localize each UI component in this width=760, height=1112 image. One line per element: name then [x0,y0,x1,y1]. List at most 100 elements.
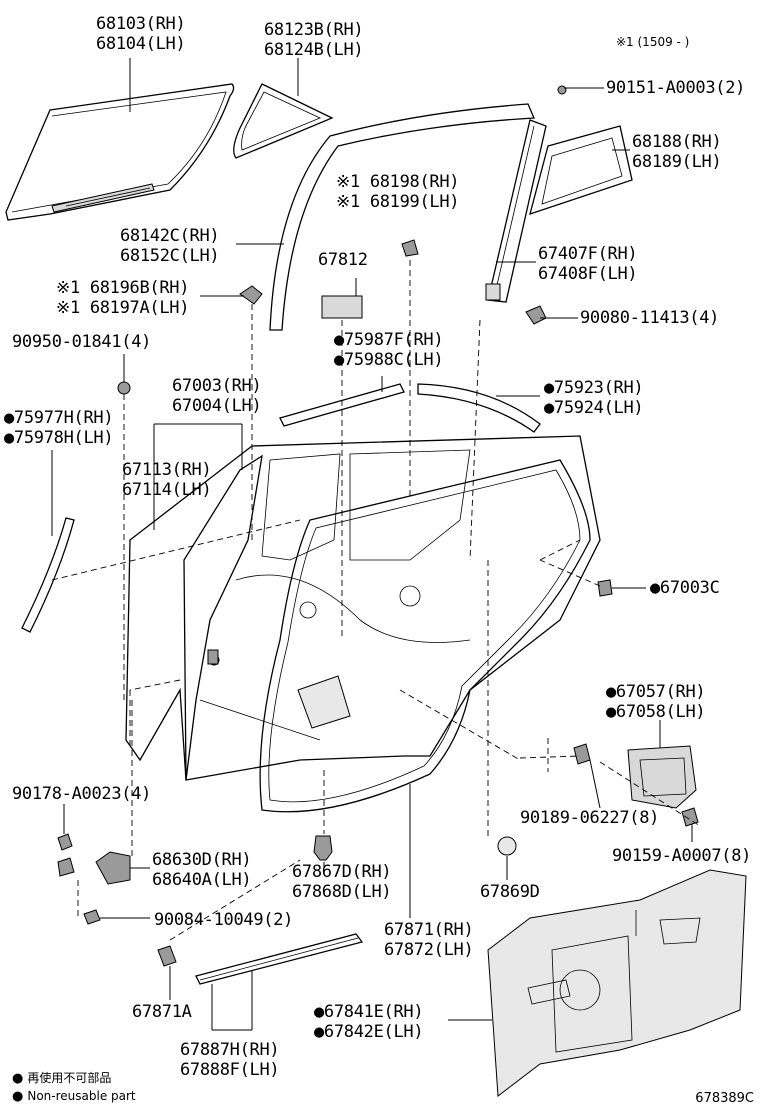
legend-symbol: ● [12,1089,24,1104]
part-line: 67871(RH) [384,920,474,940]
part-line: 90151-A0003(2) [606,78,746,98]
part-line: 67003(RH) [172,376,262,396]
legend-japanese: ●再使用不可部品 [12,1070,111,1087]
part-line: ※1 68196B(RH) [56,278,190,298]
part-line: 68630D(RH) [152,850,252,870]
part-label-68196b[interactable]: ※1 68196B(RH) ※1 68197A(LH) [56,278,189,318]
part-line: 67113(RH) [122,460,212,480]
part-line: 67114(LH) [122,480,212,500]
part-line: 90084-10049(2) [154,910,294,930]
part-label-67887h[interactable]: 67887H(RH) 67888F(LH) [180,1040,280,1080]
assembly-lines [51,260,701,941]
part-line: 68188(RH) [632,132,722,152]
part-line: 90159-A0007(8) [612,846,752,866]
part-label-67867d[interactable]: 67867D(RH) 67868D(LH) [292,862,392,902]
part-label-75977h[interactable]: ●75977H(RH) ●75978H(LH) [4,408,114,448]
part-label-67869d[interactable]: 67869D [480,882,540,902]
part-label-67003[interactable]: 67003(RH) 67004(LH) [172,376,262,416]
belt-moulding-drawing [279,383,541,433]
part-label-68630d[interactable]: 68630D(RH) 68640A(LH) [152,850,252,890]
part-line: 67871A [132,1002,192,1022]
part-line: 68103(RH) [96,14,186,34]
part-label-90178[interactable]: 90178-A0023(4) [12,784,151,804]
part-line: 68152C(LH) [120,246,220,266]
part-line: 67887H(RH) [180,1040,280,1060]
part-line: ●67841E(RH) [314,1002,424,1022]
part-label-90950[interactable]: 90950-01841(4) [12,332,151,352]
part-label-75923[interactable]: ●75923(RH) ●75924(LH) [544,378,644,418]
part-line: ※1 68197A(LH) [56,298,190,318]
part-label-67871a[interactable]: 67871A [132,1002,192,1022]
part-line: ●75978H(LH) [4,428,114,448]
part-line: ●67057(RH) [606,682,706,702]
part-line: 67407F(RH) [538,244,638,264]
header-note: ※1 (1509 - ) [616,35,690,49]
part-line: ※1 68199(LH) [336,192,460,212]
part-line: ●67842E(LH) [314,1022,424,1042]
legend-text-jp: 再使用不可部品 [27,1071,112,1085]
part-label-68188[interactable]: 68188(RH) 68189(LH) [632,132,722,172]
part-label-68123b[interactable]: 68123B(RH) 68124B(LH) [264,20,364,60]
part-line: ●75924(LH) [544,398,644,418]
part-line: 67869D [480,882,540,902]
part-line: 68124B(LH) [264,40,364,60]
quarter-glass-drawing [233,83,334,159]
pillar-garnish-drawing [21,517,75,633]
clip-drawings [117,85,567,395]
part-line: 90178-A0023(4) [12,784,152,804]
part-label-68142c[interactable]: 68142C(RH) 68152C(LH) [120,226,220,266]
part-line: 90189-06227(8) [520,808,660,828]
part-label-67407f[interactable]: 67407F(RH) 67408F(LH) [538,244,638,284]
division-bar-drawing [485,119,547,303]
part-line: ●75988C(LH) [334,350,444,370]
door-panel-drawing [125,435,601,781]
part-label-90080[interactable]: 90080-11413(4) [580,308,719,328]
part-label-75987f[interactable]: ●75987F(RH) ●75988C(LH) [334,330,444,370]
legend-symbol: ● [12,1071,24,1086]
part-line: 67004(LH) [172,396,262,416]
part-label-90159[interactable]: 90159-A0007(8) [612,846,751,866]
part-label-68198[interactable]: ※1 68198(RH) ※1 68199(LH) [336,172,460,212]
part-label-67003c[interactable]: ●67003C [650,578,720,598]
part-label-90084[interactable]: 90084-10049(2) [154,910,293,930]
part-label-90189[interactable]: 90189-06227(8) [520,808,659,828]
part-label-67841e[interactable]: ●67841E(RH) ●67842E(LH) [314,1002,424,1042]
part-line: 67812 [318,250,368,270]
part-line: 90950-01841(4) [12,332,152,352]
diagram-code: 678389C [695,1091,754,1106]
part-line: ●67003C [650,578,720,598]
part-label-68103[interactable]: 68103(RH) 68104(LH) [96,14,186,54]
run-channel-drawing [269,103,535,331]
part-line: 67868D(LH) [292,882,392,902]
hinge-drawing [57,833,131,925]
part-label-67113[interactable]: 67113(RH) 67114(LH) [122,460,212,500]
leader-lines [51,58,693,1031]
fixed-glass-drawing [529,125,633,215]
part-line: ●75977H(RH) [4,408,114,428]
lock-assembly-drawing [573,579,699,827]
grommet-drawings [157,835,517,967]
part-line: 68189(LH) [632,152,722,172]
service-cover-drawing [487,869,747,1097]
part-label-67871[interactable]: 67871(RH) 67872(LH) [384,920,474,960]
part-label-67812[interactable]: 67812 [318,250,368,270]
part-line: 90080-11413(4) [580,308,720,328]
legend-text-en: Non-reusable part [27,1089,136,1103]
part-line: ※1 68198(RH) [336,172,460,192]
part-line: ●75987F(RH) [334,330,444,350]
part-line: 67867D(RH) [292,862,392,882]
part-line: 67872(LH) [384,940,474,960]
part-label-90151[interactable]: 90151-A0003(2) [606,78,745,98]
part-line: 68123B(RH) [264,20,364,40]
part-label-67057[interactable]: ●67057(RH) ●67058(LH) [606,682,706,722]
part-line: 68640A(LH) [152,870,252,890]
lower-moulding-drawing [195,933,364,985]
part-line: 67408F(LH) [538,264,638,284]
part-line: 68142C(RH) [120,226,220,246]
part-line: 68104(LH) [96,34,186,54]
legend-english: ●Non-reusable part [12,1088,136,1105]
part-line: ●67058(LH) [606,702,706,722]
part-line: 67888F(LH) [180,1060,280,1080]
part-line: ●75923(RH) [544,378,644,398]
